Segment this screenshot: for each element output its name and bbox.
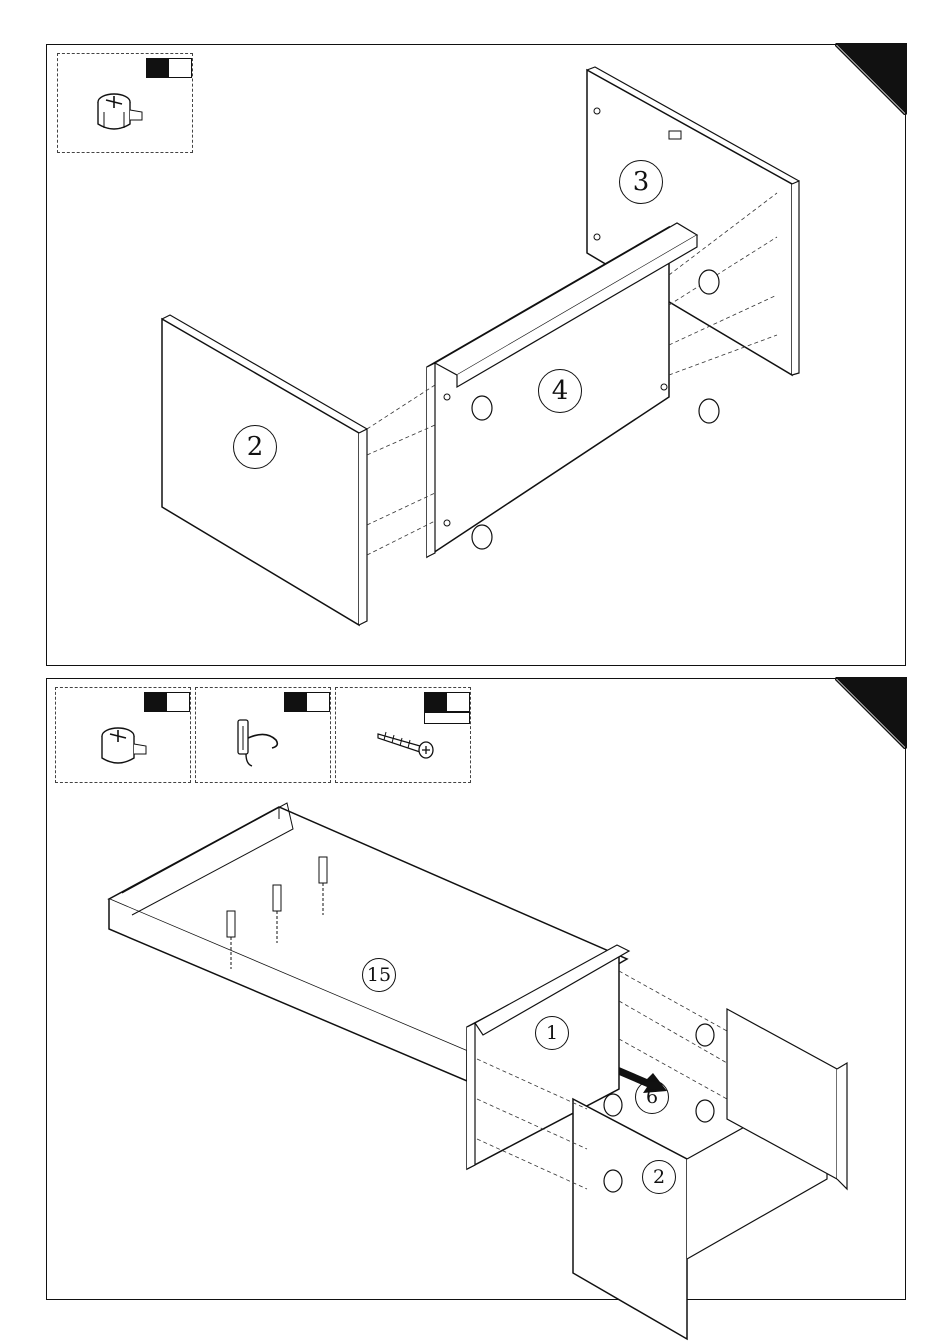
part-label-2: 2 [233,425,277,469]
panel-2-board [162,315,367,625]
part-label-1: 1 [535,1016,569,1050]
part-label-15: 15 [362,958,396,992]
step-2-panel: 15 1 6 2 [46,678,906,1300]
part-label-4: 4 [538,369,582,413]
part-label-3: 3 [619,160,663,204]
part-label-6: 6 [635,1080,669,1114]
step-2-diagram [47,679,907,1301]
part-label-2: 2 [642,1160,676,1194]
step-1-diagram [47,45,907,667]
step-1-panel: 3 4 2 [46,44,906,666]
